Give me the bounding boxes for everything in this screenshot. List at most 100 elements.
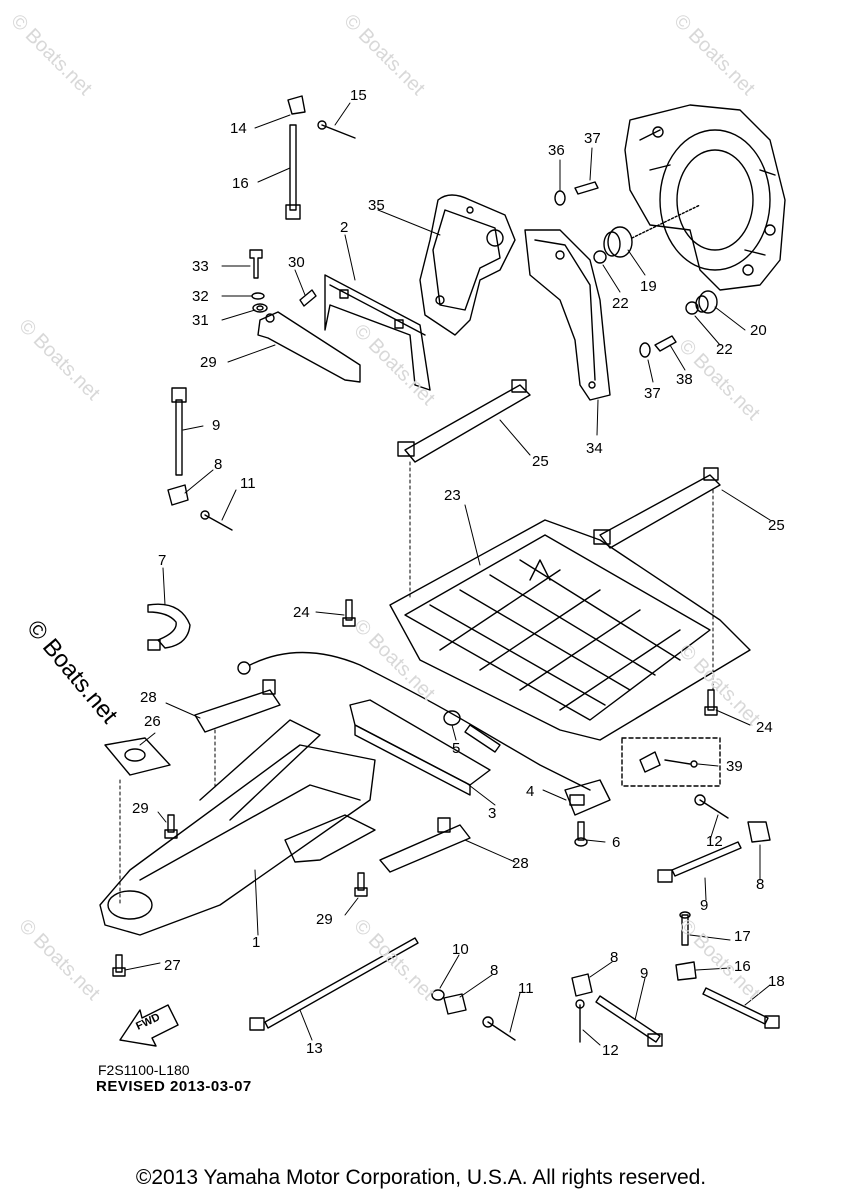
callout-3: 3 [488, 805, 496, 822]
callout-2: 2 [340, 219, 348, 236]
callout-24-right: 24 [756, 719, 773, 736]
callout-16: 16 [232, 175, 249, 192]
plate-2 [324, 274, 431, 391]
cable-tie-13 [249, 937, 419, 1031]
bolt-6 [574, 821, 588, 847]
callout-12-upper: 12 [706, 833, 723, 850]
callout-13: 13 [306, 1040, 323, 1057]
sponson-1 [99, 719, 376, 936]
pad-28-upper [194, 679, 281, 733]
washer-10 [431, 989, 445, 1001]
callout-26: 26 [144, 713, 161, 730]
bolt-37-38-lower [639, 335, 677, 358]
fwd-label: FWD [134, 1011, 162, 1032]
callout-24-left: 24 [293, 604, 310, 621]
callout-38-lower: 38 [676, 371, 693, 388]
leader-lines [124, 102, 771, 1046]
callout-6: 6 [612, 834, 620, 851]
washer-33 [251, 292, 265, 300]
gasket-36 [419, 194, 516, 336]
rail-25-right [593, 467, 721, 549]
callout-20: 19 [640, 278, 657, 295]
alignment-lines [119, 461, 714, 906]
callout-29-lower: 29 [316, 911, 333, 928]
callout-38-top: 37 [584, 130, 601, 147]
nut-22 [593, 250, 699, 315]
diagram-code: F2S1100-L180 [98, 1062, 190, 1078]
pin-12-upper [694, 794, 729, 819]
bracket-30 [257, 311, 361, 383]
bolt-27 [112, 954, 126, 977]
callout-8-lower-right: 8 [610, 949, 618, 966]
bolt-29-upper [164, 814, 178, 839]
rail-25-upper [397, 379, 531, 463]
clamp-14 [287, 95, 306, 115]
callout-39: 39 [726, 758, 743, 775]
callout-28-upper: 28 [140, 689, 157, 706]
bolt-24-right [704, 689, 718, 716]
revised-date: REVISED 2013-03-07 [96, 1078, 252, 1095]
callout-8-right: 8 [756, 876, 764, 893]
pad-fin [284, 814, 376, 863]
bolt-37-38-upper [554, 181, 599, 206]
callout-37-top: 36 [548, 142, 565, 159]
callout-labels: 14 15 16 36 37 35 2 33 30 32 31 29 19 22… [132, 87, 785, 1059]
callout-9-right: 9 [700, 897, 708, 914]
callout-18: 17 [734, 928, 751, 945]
callout-12-lower: 12 [602, 1042, 619, 1059]
callout-11-lower: 11 [518, 980, 534, 997]
damper-20 [603, 204, 701, 258]
callout-34: 33 [192, 258, 209, 275]
pin-15 [317, 120, 356, 139]
callout-21: 20 [750, 322, 767, 339]
bracket-35 [524, 229, 611, 401]
callout-33: 32 [192, 288, 209, 305]
pad-26 [104, 737, 171, 776]
sensor-4 [564, 779, 611, 816]
grid-23 [389, 519, 751, 741]
callout-11-left: 11 [240, 475, 256, 492]
pin-11-lower [482, 1016, 516, 1041]
cable-tie-9-lower [595, 995, 663, 1047]
callout-22-lower: 22 [716, 341, 733, 358]
bolt-24-left [342, 599, 356, 627]
damper-21 [695, 290, 718, 314]
callout-19: 18 [768, 973, 785, 990]
callout-35: 34 [586, 440, 603, 457]
bolt-34 [249, 249, 263, 279]
bolt-18 [679, 911, 691, 946]
detail-39 [621, 737, 721, 787]
callout-1: 1 [252, 934, 260, 951]
clamp-17 [675, 961, 697, 981]
callout-8-lower-mid: 8 [490, 962, 498, 979]
cable-tie-9-left [171, 387, 187, 476]
band-7 [147, 603, 191, 651]
callout-22-upper: 22 [612, 295, 629, 312]
callout-31: 30 [288, 254, 305, 271]
washer-32 [252, 303, 268, 313]
callout-5: 5 [452, 740, 460, 757]
callout-7: 7 [158, 552, 166, 569]
clamp-8-lower-right [571, 973, 593, 997]
callout-30: 29 [200, 354, 217, 371]
callout-14: 14 [230, 120, 247, 137]
copyright-notice: ©2013 Yamaha Motor Corporation, U.S.A. A… [135, 1166, 707, 1189]
callout-25-upper: 25 [532, 453, 549, 470]
fwd-arrow-icon [119, 1004, 179, 1047]
clamp-8-left [167, 484, 189, 506]
cable-tie-19 [702, 987, 780, 1029]
callout-29-upper: 29 [132, 800, 149, 817]
callout-10: 10 [452, 941, 469, 958]
cable-tie-16 [285, 124, 301, 220]
cable-tie-9-right [657, 841, 742, 883]
callout-37-lower: 37 [644, 385, 661, 402]
callout-36: 35 [368, 197, 385, 214]
clamp-8-lower-mid [443, 993, 467, 1015]
engine-housing [624, 104, 786, 291]
callout-8-left: 8 [214, 456, 222, 473]
pad-3 [349, 699, 491, 796]
bolt-29-lower [354, 872, 368, 897]
callout-25-right: 25 [768, 517, 785, 534]
callout-4: 4 [526, 783, 534, 800]
